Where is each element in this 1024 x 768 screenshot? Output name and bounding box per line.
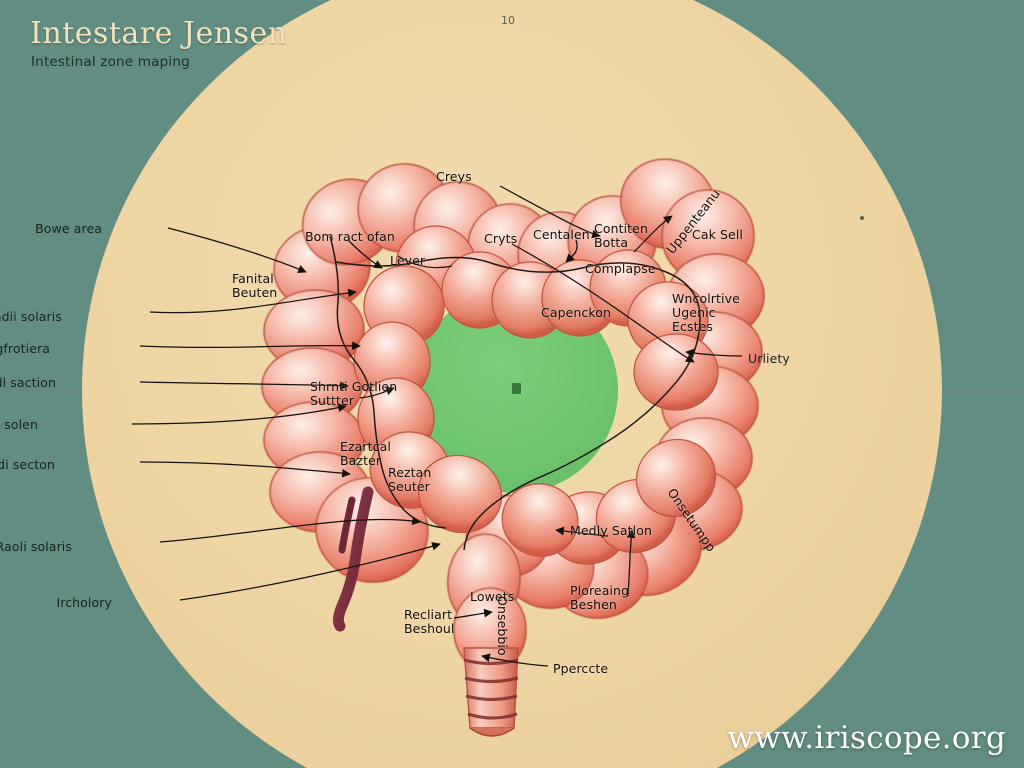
annotation-label-left-5: Prestion solen [0,417,38,432]
annotation-label-inside-17: Recliart Beshoul [404,607,455,636]
annotation-label-inside-2: Fanital Beuten [232,271,278,300]
annotation-label-inside-1: Bom ract ofan [305,229,395,244]
top-scale-mark: 10 [501,14,515,27]
center-marker [512,383,521,394]
annotation-label-left-3: Fringfrotiera [0,341,50,356]
right-edge-dot [860,216,864,220]
annotation-label-inside-3: Lever [390,253,426,268]
annotation-label-rotated-3: Onsebbio [495,596,510,656]
annotation-label-inside-6: Centalen [533,227,590,242]
annotation-label-inside-10: Capenckon [541,305,612,320]
annotation-label-left-7: Raoli solaris [0,539,72,554]
annotation-label-inside-12: Shrnti Gotlien Suttter [310,379,398,408]
annotation-label-inside-7: Contiten Botta [594,221,648,250]
annotation-label-inside-5: Cryts [484,231,518,246]
site-watermark: www.iriscope.org [727,720,1006,756]
annotation-label-inside-13: Ezartcal Bazter [340,439,391,468]
annotation-label-inside-16: Ploreaing Beshen [570,583,630,612]
annotation-label-inside-11: Wncolrtive Ugenic Ecstes [672,291,740,334]
annotation-label-left-6: Redi secton [0,457,55,472]
annotation-label-left-1: Bowe area [35,221,102,236]
annotation-label-inside-4: Creys [436,169,472,184]
annotation-label-inside-15: Medly Satlon [570,523,652,538]
page-subtitle: Intestinal zone maping [31,54,190,70]
annotation-label-left-4: Radl saction [0,375,56,390]
page-title: Intestare Jensen [30,16,288,51]
annotation-label-inside-8: Cak Sell [692,227,743,242]
annotation-label-inside-18: Lowets [470,589,515,604]
annotation-label-right-1: Urliety [748,351,790,366]
annotation-label-inside-19: Pperccte [553,661,609,676]
annotation-label-left-8: Ircholory [56,595,112,610]
annotation-label-inside-9: Complapse [585,261,656,276]
annotation-label-left-2: Radii solaris [0,309,62,324]
annotation-label-inside-14: Reztan Seuter [388,465,432,494]
